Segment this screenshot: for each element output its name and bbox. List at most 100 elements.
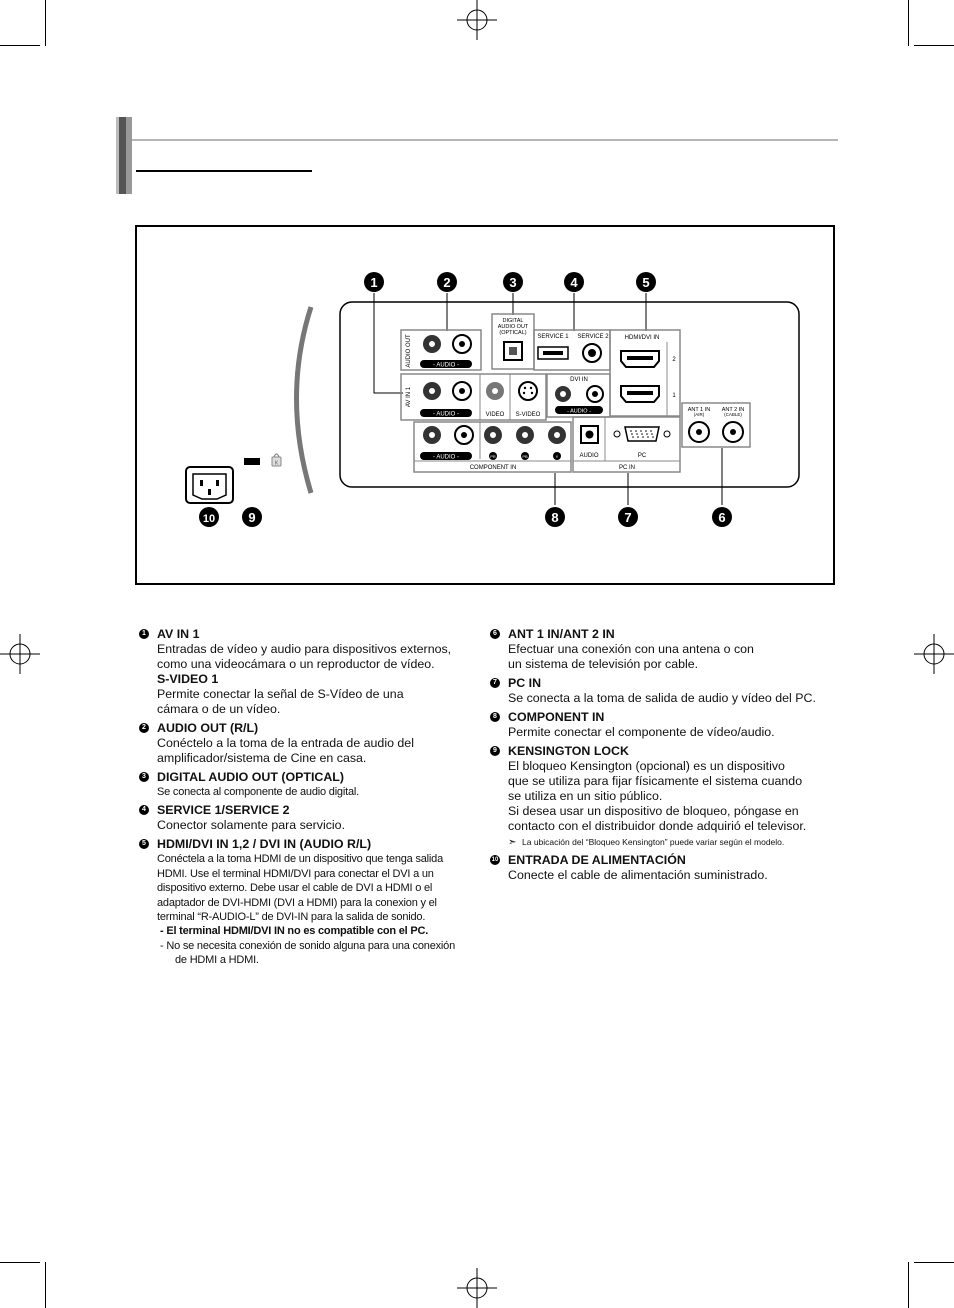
header-accent-bar [116, 117, 132, 194]
crop-mark [45, 1262, 46, 1308]
item-subtitle: S-VIDEO 1 [157, 672, 219, 686]
dvi-audio-rl: - AUDIO - [567, 409, 591, 415]
item-text: Efectuar una conexión con una antena o c… [508, 642, 754, 656]
digital-audio-label-1: DIGITAL [503, 318, 524, 324]
list-item: 4 SERVICE 1/SERVICE 2 Conector solamente… [139, 803, 484, 833]
crop-mark [0, 1262, 40, 1263]
callout-7: 7 [624, 510, 631, 525]
item-text: Si desea usar un dispositivo de bloqueo,… [508, 804, 799, 818]
item-text: Conéctelo a la toma de la entrada de aud… [157, 736, 414, 750]
registration-mark [457, 1268, 497, 1308]
item-text: Permite conectar la señal de S-Vídeo de … [157, 687, 404, 701]
item-text: Conéctela a la toma HDMI de un dispositi… [157, 853, 443, 866]
pc-label: PC [638, 453, 647, 459]
item-number: 1 [139, 629, 149, 639]
hdmi-dvi-in-label: HDMI/DVI IN [625, 335, 660, 341]
item-title: PC IN [508, 676, 542, 690]
item-text: un sistema de televisión por cable. [508, 657, 699, 671]
item-number: 4 [139, 805, 149, 816]
audio-out-label: AUDIO OUT [406, 334, 412, 368]
pr-label: PR [490, 454, 496, 459]
item-text: Se conecta al componente de audio digita… [157, 786, 359, 798]
item-text: HDMI. Use el terminal HDMI/DVI para cone… [157, 867, 434, 880]
list-item: 10 ENTRADA DE ALIMENTACIÓN Conecte el ca… [490, 853, 840, 883]
list-item: 7 PC IN Se conecta a la toma de salida d… [490, 676, 840, 706]
ant-1-sub: (AIR) [694, 412, 705, 417]
pc-in-label: PC IN [619, 465, 635, 471]
y-label: Y [556, 454, 559, 459]
item-text: Conecte el cable de alimentación suminis… [508, 868, 768, 882]
service-1-label: SERVICE 1 [537, 334, 569, 340]
item-title: AV IN 1 [157, 627, 200, 641]
av-in-rl: - AUDIO - [433, 412, 459, 418]
list-item: 6 ANT 1 IN/ANT 2 IN Efectuar una conexió… [490, 627, 840, 672]
item-text: Permite conectar el componente de vídeo/… [508, 725, 775, 739]
hdmi-2-label: 2 [672, 357, 676, 363]
item-text: terminal “R-AUDIO-L” de DVI-IN para la s… [157, 911, 426, 924]
item-text: contacto con el distribuidor donde adqui… [508, 819, 807, 833]
registration-mark [457, 0, 497, 40]
service-2-label: SERVICE 2 [577, 334, 609, 340]
item-text: Conector solamente para servicio. [157, 818, 346, 833]
hdmi-1-label: 1 [672, 393, 676, 399]
list-item: 3 DIGITAL AUDIO OUT (OPTICAL) Se conecta… [139, 770, 484, 799]
item-number: 9 [490, 746, 500, 756]
callout-1: 1 [370, 275, 377, 290]
crop-mark [908, 1262, 909, 1308]
header-rule [132, 139, 838, 141]
item-number: 8 [490, 712, 500, 722]
item-text: cámara o de un vídeo. [157, 702, 281, 716]
list-item: 5 HDMI/DVI IN 1,2 / DVI IN (AUDIO R/L) C… [139, 837, 484, 967]
item-number: 3 [139, 772, 149, 782]
item-text: como una videocámara o un reproductor de… [157, 657, 435, 671]
panel-edge-curve [294, 306, 314, 494]
k-label: K [275, 461, 279, 467]
callout-8: 8 [551, 510, 558, 525]
item-number: 10 [490, 855, 500, 865]
note-arrow-icon: ➣ [508, 837, 517, 848]
digital-audio-label-2: AUDIO OUT [498, 324, 529, 330]
item-bullet: - No se necesita conexión de sonido algu… [160, 939, 455, 952]
item-warning: - El terminal HDMI/DVI IN no es compatib… [160, 925, 429, 938]
descriptions-right: 6 ANT 1 IN/ANT 2 IN Efectuar una conexió… [490, 627, 840, 887]
registration-mark [0, 634, 40, 674]
item-title: ANT 1 IN/ANT 2 IN [508, 627, 615, 641]
ant-1-label: ANT 1 IN [688, 407, 711, 413]
item-text: Entradas de vídeo y audio para dispositi… [157, 642, 452, 656]
callout-10: 10 [203, 513, 215, 525]
item-text: que se utiliza para fijar físicamente el… [508, 774, 803, 788]
callout-3: 3 [509, 275, 516, 290]
item-text: amplificador/sistema de Cine en casa. [157, 751, 367, 765]
item-title: HDMI/DVI IN 1,2 / DVI IN (AUDIO R/L) [157, 837, 372, 852]
ant-2-label: ANT 2 IN [722, 407, 745, 413]
crop-mark [0, 45, 40, 46]
component-audio-rl: - AUDIO - [433, 455, 459, 461]
callout-5: 5 [642, 275, 649, 290]
item-bullet-cont: de HDMI a HDMI. [175, 954, 259, 967]
dvi-in-label: DVI IN [570, 377, 588, 383]
item-note: ➣ La ubicación del “Bloqueo Kensington” … [508, 836, 840, 849]
crop-mark [914, 45, 954, 46]
item-text: dispositivo externo. Debe usar el cable … [157, 882, 433, 895]
item-number: 2 [139, 723, 149, 733]
list-item: 2 AUDIO OUT (R/L) Conéctelo a la toma de… [139, 721, 484, 766]
item-title: ENTRADA DE ALIMENTACIÓN [508, 853, 686, 867]
callout-4: 4 [570, 275, 578, 290]
rear-panel-illustration: 1 2 3 4 5 6 7 8 9 10 AUDIO OUT - AUDIO -… [185, 272, 800, 527]
digital-audio-label-3: (OPTICAL) [499, 330, 526, 336]
rear-panel-diagram: 1 2 3 4 5 6 7 8 9 10 AUDIO OUT - AUDIO -… [135, 225, 835, 585]
item-title: KENSINGTON LOCK [508, 744, 629, 758]
item-title: COMPONENT IN [508, 710, 605, 724]
list-item: 8 COMPONENT IN Permite conectar el compo… [490, 710, 840, 740]
list-item: 1 AV IN 1 Entradas de vídeo y audio para… [139, 627, 484, 717]
note-text: La ubicación del “Bloqueo Kensington” pu… [522, 837, 785, 847]
item-title: DIGITAL AUDIO OUT (OPTICAL) [157, 770, 344, 784]
ant-2-sub: (CABLE) [724, 412, 742, 417]
list-item: 9 KENSINGTON LOCK El bloqueo Kensington … [490, 744, 840, 849]
callout-6: 6 [718, 510, 725, 525]
pc-audio-label: AUDIO [579, 453, 598, 459]
descriptions-left: 1 AV IN 1 Entradas de vídeo y audio para… [139, 627, 484, 972]
item-text: se utiliza en un sitio público. [508, 789, 663, 803]
item-text: Se conecta a la toma de salida de audio … [508, 691, 816, 705]
av-in-1-label: AV IN 1 [406, 386, 412, 407]
